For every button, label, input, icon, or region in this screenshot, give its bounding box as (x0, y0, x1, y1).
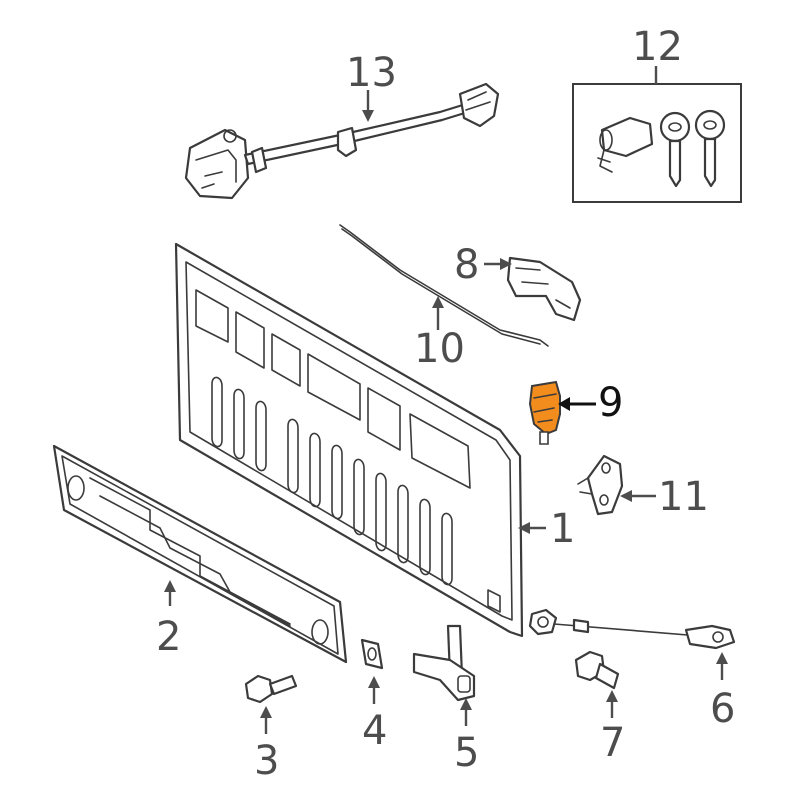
callout-1: 1 (550, 506, 575, 552)
part-7-bolt (574, 650, 620, 690)
part-11-striker (577, 454, 624, 516)
part-2-trim-panel (52, 444, 348, 664)
part-12-lock-cylinder-keys (572, 83, 742, 203)
callout-12: 12 (632, 24, 683, 70)
part-9-body (528, 380, 561, 436)
callout-labels: 13 12 8 10 9 11 1 2 3 4 5 6 7 (156, 24, 735, 784)
callout-13: 13 (346, 50, 397, 96)
callout-8: 8 (454, 242, 479, 288)
callout-2: 2 (156, 614, 181, 660)
callout-6: 6 (710, 686, 735, 732)
part-6-support-cable (528, 608, 736, 650)
part-1-tailgate (174, 242, 524, 638)
callout-7: 7 (600, 720, 625, 766)
callout-4: 4 (362, 708, 387, 754)
part-5-hinge (412, 624, 476, 702)
part-9-actuator (528, 380, 561, 445)
part-13-rod-assembly (184, 82, 500, 200)
part-4-clip-nut (360, 638, 384, 670)
part-8-latch (506, 256, 582, 322)
callout-3: 3 (254, 738, 279, 784)
part-10-release-rod (339, 224, 549, 347)
callout-9: 9 (598, 380, 623, 426)
callout-10: 10 (414, 326, 465, 372)
callout-5: 5 (454, 730, 479, 776)
leader-lines (164, 66, 728, 734)
callout-11: 11 (658, 474, 709, 520)
part-3-bolt (244, 674, 298, 704)
